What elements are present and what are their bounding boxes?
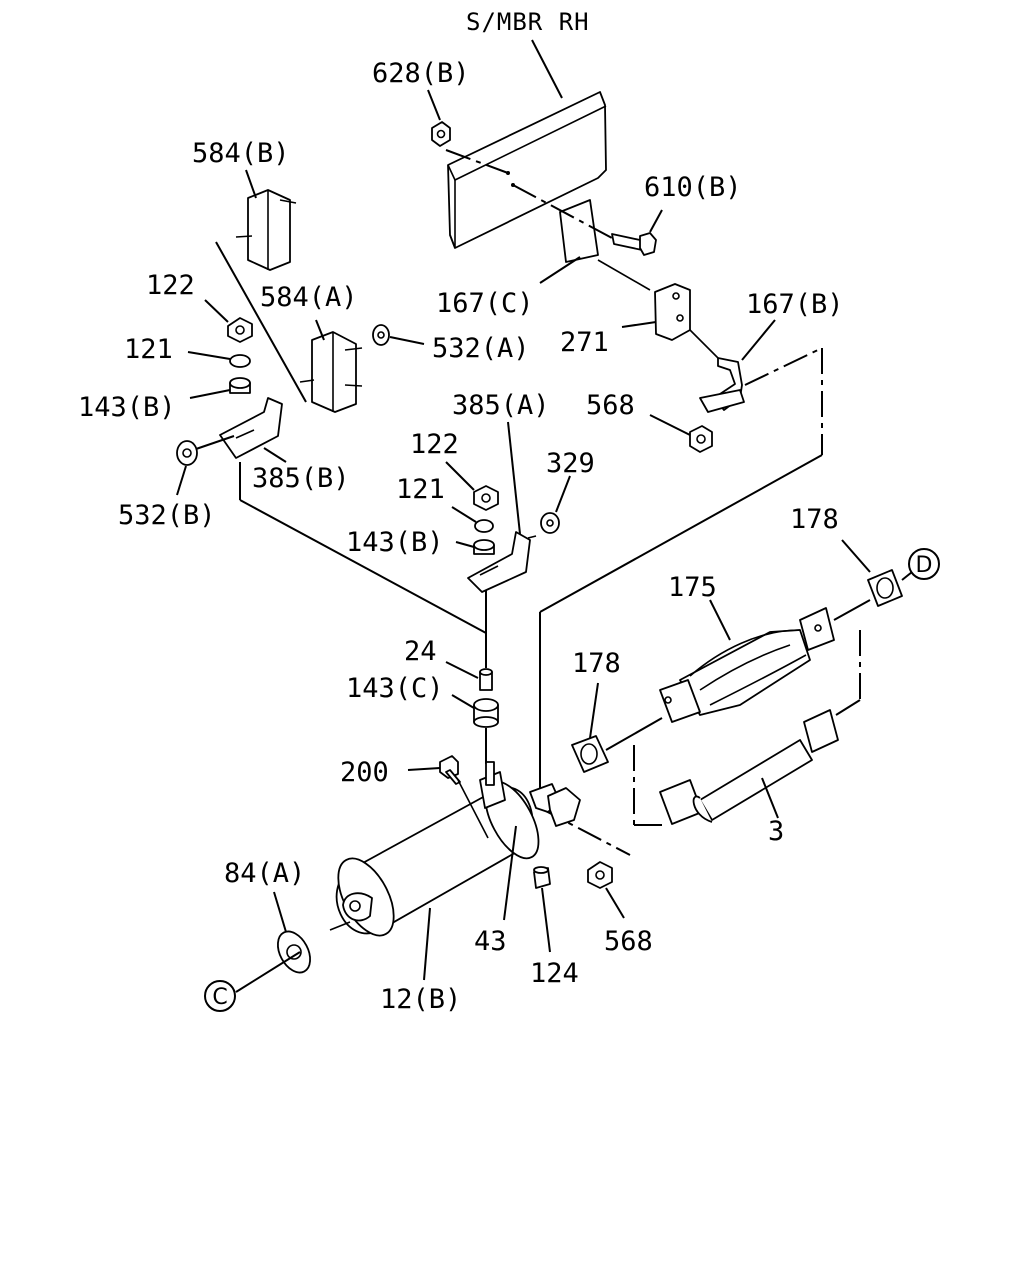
nut-568-lower: [587, 861, 613, 889]
label-200: 200: [340, 757, 389, 788]
nut-532a: [372, 324, 390, 346]
ref-d-marker: D: [908, 548, 940, 580]
catalytic-converter-175: [659, 607, 835, 723]
label-84a: 84(A): [224, 858, 305, 889]
label-175: 175: [668, 572, 717, 603]
label-532b: 532(B): [118, 500, 216, 531]
bolt-200: [439, 755, 461, 785]
label-568-lower: 568: [604, 926, 653, 957]
rubber-mount-143c: [473, 698, 499, 728]
label-143c: 143(C): [346, 673, 444, 704]
gasket-84a: [276, 930, 312, 974]
label-178-upper: 178: [790, 504, 839, 535]
plug-124: [533, 866, 551, 889]
hanger-584a: [299, 331, 363, 413]
label-43: 43: [474, 926, 507, 957]
gasket-178-upper: [867, 569, 903, 607]
label-271: 271: [560, 327, 609, 358]
ref-c-marker: C: [204, 980, 236, 1012]
label-122-lower: 122: [410, 429, 459, 460]
pin-24: [479, 668, 493, 691]
nut-329: [540, 512, 560, 534]
muffler-12b: [329, 761, 540, 937]
bushing-143b-lower: [473, 539, 495, 555]
muffler-inlet-flange: [529, 783, 581, 827]
label-610b: 610(B): [644, 172, 742, 203]
bushing-143b-upper: [229, 377, 251, 394]
label-121-upper: 121: [124, 334, 173, 365]
label-143b-upper: 143(B): [78, 392, 176, 423]
nut-532b: [176, 440, 198, 466]
label-143b-lower: 143(B): [346, 527, 444, 558]
nut-122-lower: [473, 485, 499, 511]
gasket-178-lower: [571, 735, 609, 773]
label-385a: 385(A): [452, 390, 550, 421]
bolt-610b: [611, 232, 657, 256]
label-24: 24: [404, 636, 437, 667]
label-385b: 385(B): [252, 463, 350, 494]
label-628b: 628(B): [372, 58, 470, 89]
pipe-3: [659, 709, 839, 825]
label-584b: 584(B): [192, 138, 290, 169]
label-124: 124: [530, 958, 579, 989]
label-584a: 584(A): [260, 282, 358, 313]
nut-568-upper: [689, 425, 713, 453]
label-3: 3: [768, 816, 784, 847]
label-178-lower: 178: [572, 648, 621, 679]
label-329: 329: [546, 448, 595, 479]
label-12b: 12(B): [380, 984, 461, 1015]
svg-text:C: C: [212, 985, 227, 1010]
bracket-385a: [467, 531, 531, 593]
svg-text:D: D: [916, 553, 933, 578]
label-header: S/MBR RH: [466, 8, 590, 36]
washer-121-lower: [474, 519, 494, 533]
label-167c: 167(C): [436, 288, 534, 319]
clip-271: [654, 283, 691, 341]
label-532a: 532(A): [432, 333, 530, 364]
label-568-upper: 568: [586, 390, 635, 421]
nut-122-upper: [227, 317, 253, 343]
bracket-167c: [559, 199, 599, 263]
label-122-upper: 122: [146, 270, 195, 301]
label-167b: 167(B): [746, 289, 844, 320]
nut-628b: [431, 121, 451, 147]
bracket-385b: [219, 397, 283, 459]
hanger-584b: [235, 189, 297, 271]
label-121-lower: 121: [396, 474, 445, 505]
washer-121-upper: [229, 354, 251, 368]
